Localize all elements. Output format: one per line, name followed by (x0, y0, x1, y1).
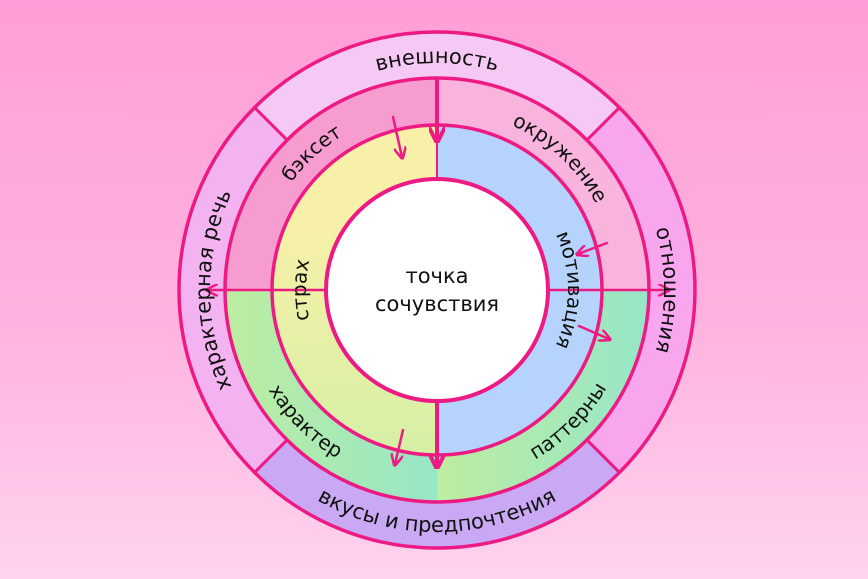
arrow-small-patterns (577, 324, 609, 339)
center-circle (326, 179, 548, 401)
arrow-small-backset (391, 115, 402, 157)
outer-segment-speech (179, 107, 288, 473)
ring-line (253, 438, 289, 474)
arrow-small-character (395, 428, 405, 464)
center-title-line1: точка (405, 264, 468, 288)
middle-segment-backset (225, 78, 437, 290)
ring-line (585, 106, 621, 142)
arrow-small-motivation (578, 241, 609, 254)
inner-segment-fear (272, 125, 437, 455)
outer-segment-appearance (254, 32, 620, 141)
inner-segment-motivation (437, 125, 602, 455)
middle-segment-character (225, 290, 437, 502)
middle-segment-patterns (437, 290, 649, 502)
outer-segment-relationships (586, 107, 695, 473)
ring-line (253, 106, 289, 142)
center-title-line2: сочувствия (375, 292, 499, 316)
middle-segment-environment (437, 78, 649, 290)
label-fear: страх (287, 257, 314, 323)
outer-segment-tastes (254, 439, 620, 548)
ring-line (585, 438, 621, 474)
ring-line (177, 30, 697, 550)
arrows (208, 78, 668, 466)
